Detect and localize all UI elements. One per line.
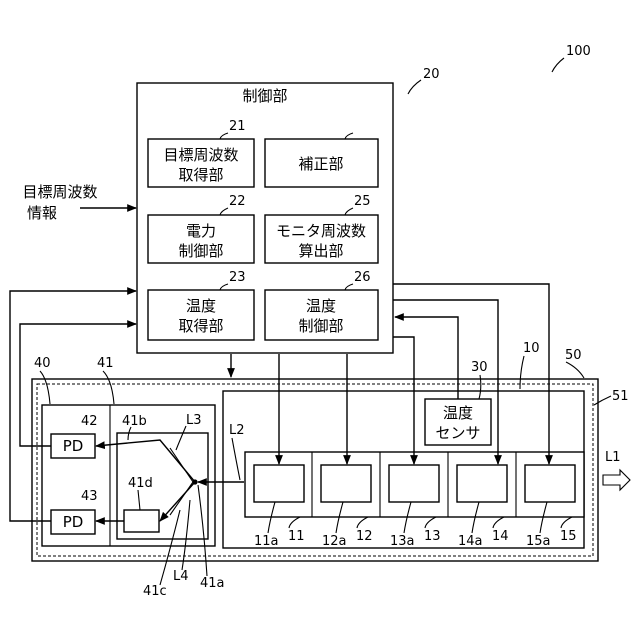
input-label-2: 情報 (27, 204, 57, 222)
mirror-a-ref: 41a (200, 576, 225, 591)
wavelength-monitor-ref: 40 (34, 356, 51, 371)
temp-ctrl-label-1: 温度 (306, 297, 336, 315)
input-label-1: 目標周波数 (22, 183, 97, 201)
beam-l1-label: L1 (605, 450, 621, 465)
temp-acq-ref: 23 (229, 270, 246, 285)
monitor-freq-calc-label-1: モニタ周波数 (276, 222, 366, 240)
controller-title: 制御部 (242, 87, 287, 105)
emitter-ref: 12 (356, 529, 373, 544)
power-ctrl-ref: 22 (229, 194, 246, 209)
temp-ctrl-ref: 26 (354, 270, 371, 285)
photodiode-43-ref: 43 (81, 489, 98, 504)
system-ref: 100 (566, 44, 591, 59)
etalon-unit-ref: 41 (97, 356, 114, 371)
target-freq-acq-label-1: 目標周波数 (163, 146, 238, 164)
housing-ref: 50 (565, 348, 582, 363)
controller-ref: 20 (423, 67, 440, 82)
target-freq-acq-ref: 21 (229, 119, 246, 134)
emitter-ref: 14 (492, 529, 509, 544)
emitter-label: 13a (390, 534, 415, 549)
temp-sensor-ref: 30 (471, 360, 488, 375)
emitter-element-15 (525, 465, 575, 502)
photodiode-43-label: PD (63, 513, 84, 531)
temp-ctrl-label-2: 制御部 (298, 317, 343, 335)
correction-label: 補正部 (298, 155, 343, 173)
emitter-label: 11a (254, 534, 279, 549)
monitor-freq-calc-label-2: 算出部 (298, 242, 343, 260)
photodiode-42-label: PD (63, 437, 84, 455)
power-ctrl-label-2: 制御部 (178, 242, 223, 260)
emitter-label: 12a (322, 534, 347, 549)
emitter-element-11 (254, 465, 304, 502)
emitter-element-13 (389, 465, 439, 502)
emitter-ref: 11 (288, 529, 305, 544)
emitter-ref: 13 (424, 529, 441, 544)
beam-l4-label: L4 (173, 569, 189, 584)
emitter-element-12 (321, 465, 371, 502)
splitter-ref: 41b (122, 414, 147, 429)
inner-housing-ref: 51 (612, 389, 629, 404)
emitter-ref: 15 (560, 529, 577, 544)
output-arrow-l1 (603, 470, 630, 490)
power-ctrl-label-1: 電力 (186, 222, 216, 240)
temp-acq-label-1: 温度 (186, 297, 216, 315)
controller-ref-leader (408, 80, 421, 94)
mirror-c-ref: 41c (143, 584, 167, 599)
beam-l3-label: L3 (186, 413, 202, 428)
temp-sensor-label-1: 温度 (443, 404, 473, 422)
light-source-unit-ref: 10 (523, 341, 540, 356)
temp-acq-label-2: 取得部 (178, 317, 223, 335)
monitor-freq-calc-ref: 25 (354, 194, 371, 209)
emitter-element-14 (457, 465, 507, 502)
target-freq-acq-label-2: 取得部 (178, 166, 223, 184)
emitter-label: 15a (526, 534, 551, 549)
temp-sensor-label-2: センサ (435, 424, 480, 442)
housing-ref-leader (566, 362, 584, 378)
beam-l2-label: L2 (229, 423, 245, 438)
photodiode-42-ref: 42 (81, 414, 98, 429)
emitter-label: 14a (458, 534, 483, 549)
filter-41d (124, 510, 159, 532)
system-ref-leader (552, 58, 564, 72)
filter-ref: 41d (128, 476, 153, 491)
